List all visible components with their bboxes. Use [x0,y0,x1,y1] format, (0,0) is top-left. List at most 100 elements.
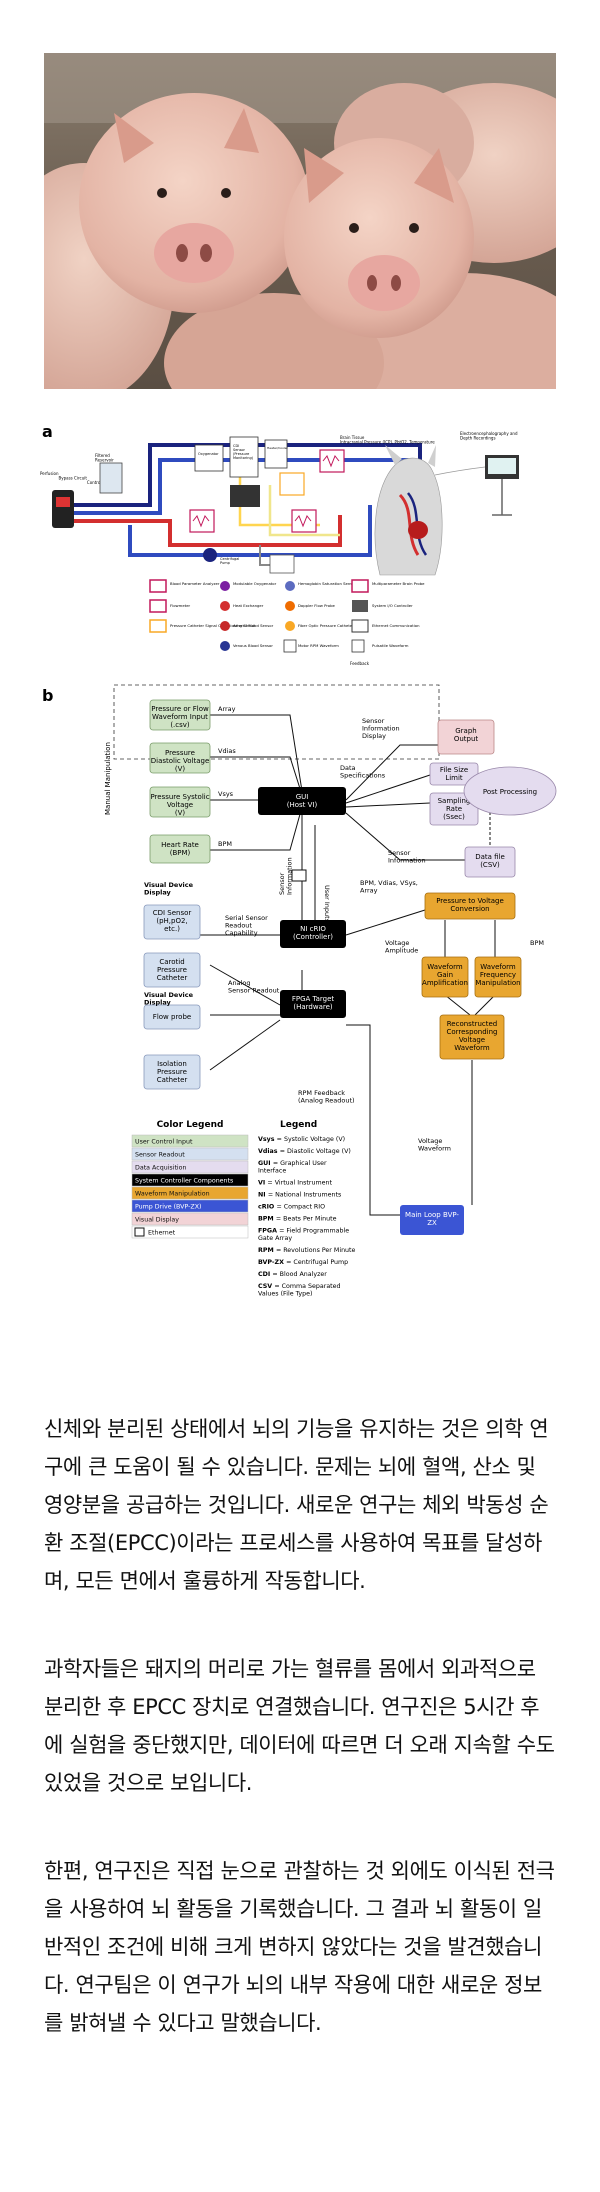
color-legend-label: Visual Display [135,1217,179,1224]
cdi-box [229,436,259,478]
post-processing-cloud [463,766,557,816]
text-line: Manipulation [475,979,520,987]
color-legend-swatch [131,1186,249,1200]
reservoir-icon [99,462,123,494]
controller-box [230,485,260,507]
legend-row: cRIO = Compact RIO [258,1204,325,1211]
article-body: 신체와 분리된 상태에서 뇌의 기능을 유지하는 것은 의학 연구에 큰 도움이… [44,1410,558,2092]
text-line: Capability [225,929,258,937]
edge-array [210,714,303,792]
text-line: Waveform Input [152,713,208,721]
wave-icon-2 [294,515,312,528]
oxygenator-label: Oxygenator [198,452,219,456]
color-legend-swatch [131,1147,249,1161]
edge-main-fpga [346,1024,400,1216]
edge-label-vdias: Vdias [218,747,236,755]
text-line: Display [144,998,172,1006]
circuit-line-yellow2 [268,485,340,537]
edge-label-sensor-info-v: SensorInformation [278,857,293,895]
legend-a-swatch-1 [220,581,230,591]
legend-key: NI [258,1192,268,1199]
legend-value: = Comma Separated [274,1283,340,1290]
fpga-label: FPGA Target(Hardware) [292,995,335,1011]
legend-a-item-6: Doppler Flow Probe [298,603,336,608]
article-paragraph-2: 과학자들은 돼지의 머리로 가는 혈류를 몸에서 외과적으로 분리한 후 EPC… [44,1657,555,1795]
ethernet-icon [134,1227,145,1237]
pig-ears-icon [385,445,436,467]
text-line: (Host VI) [287,801,318,809]
main-loop-box [400,1205,464,1235]
text-line: Array [360,886,378,894]
legend-value: = Blood Analyzer [272,1271,327,1278]
text-line: (Controller) [293,933,333,941]
article-paragraph-3: 한편, 연구진은 직접 눈으로 관찰하는 것 외에도 이식된 전극을 사용하여 … [44,1859,555,2035]
color-legend-swatch [131,1212,249,1226]
color-legend-label: User Control Input [135,1139,193,1146]
data-file-label: Data file(CSV) [475,853,505,869]
wave-box-3 [279,472,305,496]
graph-output-box [437,719,495,755]
freq-box [474,956,522,998]
text-line: etc.) [164,925,180,933]
legend-row: Vsys = Systolic Voltage (V) [258,1136,345,1143]
legend-row: VI = Virtual Instrument [258,1180,332,1187]
text-line: Output [454,735,479,743]
legend-value: = Beats Per Minute [276,1216,337,1223]
ni-crio-label: NI cRIO(Controller) [293,925,333,941]
edge-label-bpm: BPM [218,840,232,848]
text-line: (pH,pO2, [156,917,187,925]
text-line: Sensor Readout [228,986,280,994]
pigs-photo-icon [44,53,556,389]
feedback-label: Feedback [350,661,370,666]
color-legend-swatch [131,1199,249,1213]
text-line: (Pressure [233,452,249,456]
color-legend-label: Ethernet [148,1230,176,1237]
text-line: Conversion [450,905,489,913]
panel-b-label: b [42,686,53,705]
legend-a-swatch-5 [220,601,230,611]
monitor-icon [291,869,307,882]
legend-row: BVP-ZX = Centrifugal Pump [258,1259,348,1266]
text-line: Pressure [157,966,187,974]
text-line: Waveform [454,1044,490,1052]
text-line: Sensor [233,448,246,452]
text-line: Monitoring) [233,456,254,460]
wave-box-4 [319,449,345,473]
edge-to-recon [444,994,496,1016]
circuit-line-blue3 [128,505,372,557]
pump-icon [203,548,217,562]
panel-a-label: a [42,422,53,441]
text-line: Amplitude [385,946,418,954]
text-line: Pump [220,561,231,565]
legend-value: = Centrifugal Pump [286,1259,348,1266]
edge-analog1 [209,964,281,1006]
fpga-box [280,990,346,1018]
edge-label-bpm-array: BPM, Vdias, VSys,Array [360,879,418,894]
legend-key: FPGA [258,1228,279,1235]
legend-a-item-11: Ethernet Communication [372,623,420,628]
legend-a-item-7: System I/O Controller [372,603,413,608]
text-line: Information [362,724,400,732]
text-line: Amplification [422,979,468,987]
carotid-box [143,952,201,988]
legend-a-swatch-11 [351,619,369,633]
edge-graph [345,744,438,801]
edge-label-bpm2: BPM [530,939,544,947]
text-line: Controller [87,480,107,485]
legend-a-swatch-7 [352,600,368,612]
systolic-box [149,786,211,818]
text-line: (V) [175,809,186,817]
